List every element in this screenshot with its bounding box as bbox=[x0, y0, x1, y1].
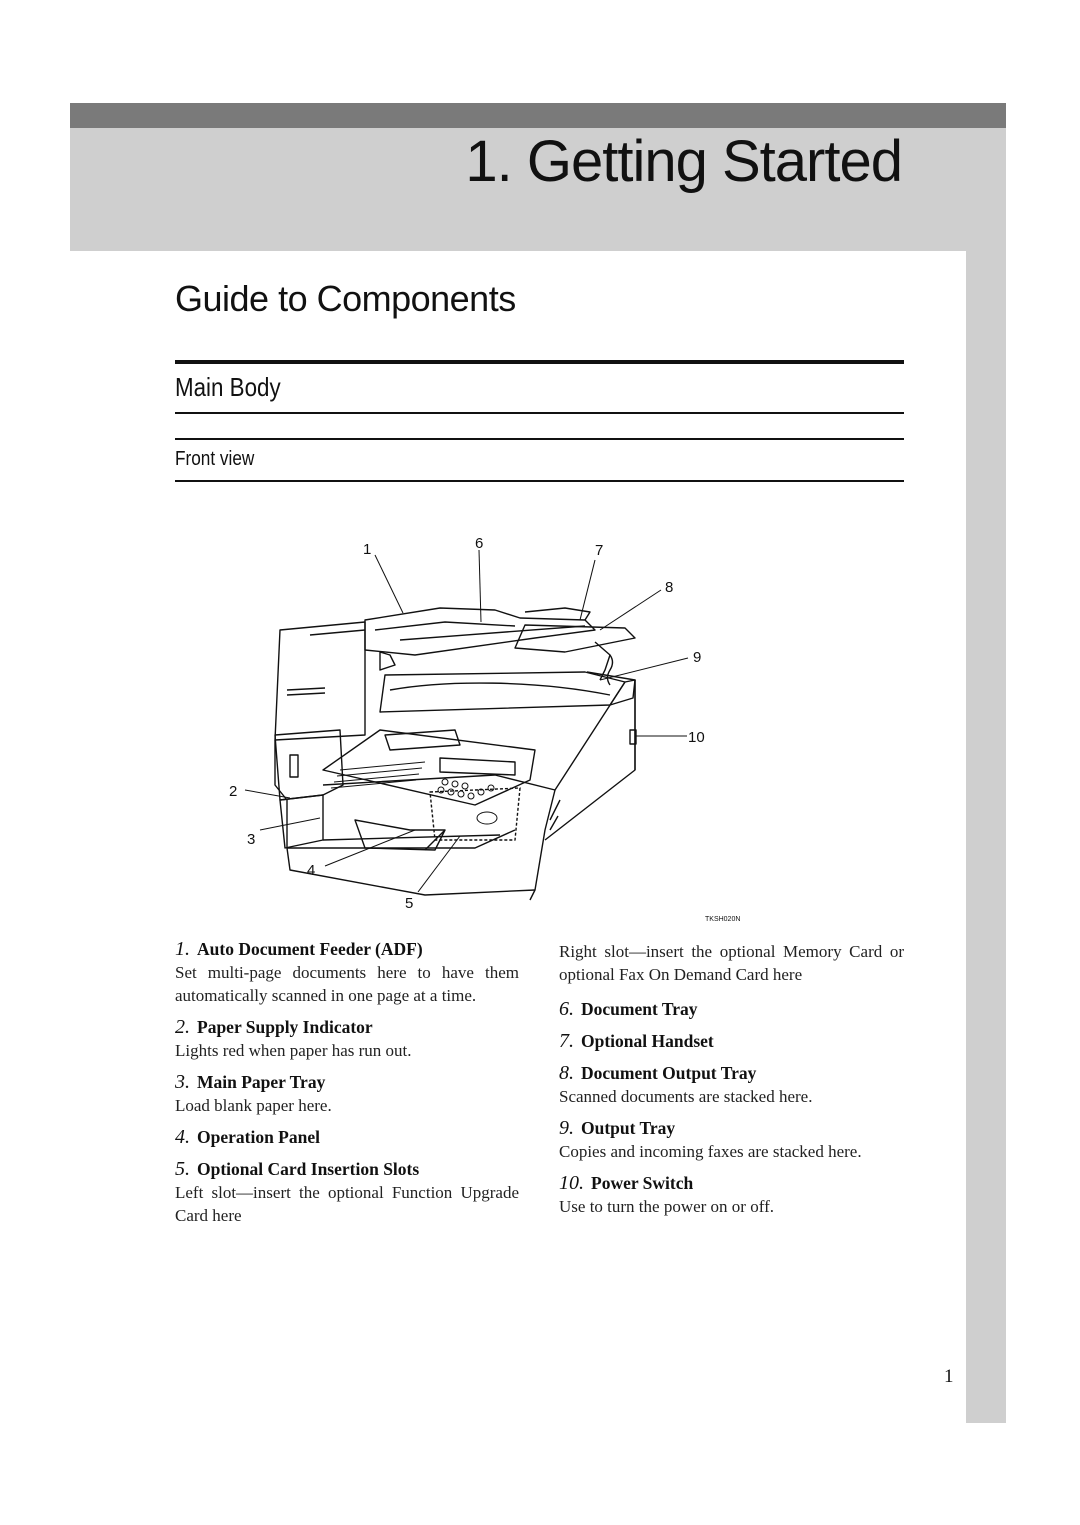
component-title: Main Paper Tray bbox=[197, 1072, 326, 1092]
callout-label: 7 bbox=[595, 542, 603, 559]
chapter-header-band bbox=[70, 128, 1006, 251]
component-number: 7. bbox=[559, 1030, 574, 1052]
rule-thin bbox=[175, 438, 904, 440]
component-description: Copies and incoming faxes are stacked he… bbox=[559, 1142, 862, 1161]
subsubsection-title: Front view bbox=[175, 448, 255, 470]
component-description: Scanned documents are stacked here. bbox=[559, 1087, 813, 1106]
component-number: 5. bbox=[175, 1158, 190, 1180]
component-number: 6. bbox=[559, 998, 574, 1020]
callout-leaders bbox=[244, 549, 689, 893]
component-number: 3. bbox=[175, 1071, 190, 1093]
callout-label: 8 bbox=[665, 579, 673, 596]
callout-label: 10 bbox=[688, 729, 705, 746]
component-item: 4. Operation Panel bbox=[175, 1126, 519, 1149]
component-description: Left slot—insert the optional Function U… bbox=[175, 1183, 519, 1225]
component-number: 8. bbox=[559, 1062, 574, 1084]
fax-machine-front-view-figure: 1 6 7 8 9 10 2 3 4 5 TKSH020N bbox=[229, 535, 740, 923]
component-item: 6. Document Tray bbox=[559, 998, 904, 1021]
component-description: Load blank paper here. bbox=[175, 1096, 332, 1115]
component-item: 5. Optional Card Insertion Slots Left slo… bbox=[175, 1158, 519, 1227]
component-title: Operation Panel bbox=[197, 1127, 320, 1147]
component-description: Lights red when paper has run out. bbox=[175, 1041, 412, 1060]
component-item: 3. Main Paper Tray Load blank paper here. bbox=[175, 1071, 519, 1117]
component-description-continued: Right slot—insert the optional Memory Ca… bbox=[559, 942, 904, 984]
component-item: 10. Power Switch Use to turn the power on… bbox=[559, 1172, 904, 1218]
section-title: Guide to Components bbox=[175, 278, 516, 319]
callout-label: 2 bbox=[229, 783, 237, 800]
callout-label: 6 bbox=[475, 535, 483, 552]
component-description: Use to turn the power on or off. bbox=[559, 1197, 774, 1216]
page-number: 1 bbox=[944, 1366, 954, 1387]
component-item: 1. Auto Document Feeder (ADF) Set multi-p… bbox=[175, 938, 519, 1007]
components-list-left: 1. Auto Document Feeder (ADF) Set multi-p… bbox=[175, 938, 519, 1227]
rule-thin bbox=[175, 480, 904, 482]
fax-machine-illustration bbox=[274, 607, 637, 901]
component-title: Document Tray bbox=[581, 999, 698, 1019]
chapter-title: 1. Getting Started bbox=[465, 129, 903, 194]
callout-label: 9 bbox=[693, 649, 701, 666]
component-title: Optional Handset bbox=[581, 1031, 714, 1051]
keypad-buttons bbox=[330, 761, 498, 825]
components-list-right: Right slot—insert the optional Memory Ca… bbox=[559, 940, 904, 1218]
component-title: Auto Document Feeder (ADF) bbox=[197, 939, 423, 959]
component-item: 8. Document Output Tray Scanned documents… bbox=[559, 1062, 904, 1108]
component-number: 2. bbox=[175, 1016, 190, 1038]
component-title: Paper Supply Indicator bbox=[197, 1017, 373, 1037]
component-title: Document Output Tray bbox=[581, 1063, 757, 1083]
rule-thin bbox=[175, 412, 904, 414]
subsection-title: Main Body bbox=[175, 372, 281, 402]
component-description: Set multi-page documents here to have th… bbox=[175, 963, 519, 1005]
figure-id: TKSH020N bbox=[705, 916, 740, 923]
component-item: 7. Optional Handset bbox=[559, 1030, 904, 1053]
component-number: 9. bbox=[559, 1117, 574, 1139]
component-number: 4. bbox=[175, 1126, 190, 1148]
component-item: 9. Output Tray Copies and incoming faxes … bbox=[559, 1117, 904, 1163]
component-title: Optional Card Insertion Slots bbox=[197, 1159, 420, 1179]
component-title: Power Switch bbox=[591, 1173, 694, 1193]
component-number: 1. bbox=[175, 938, 190, 960]
callout-label: 1 bbox=[363, 541, 371, 558]
callout-label: 5 bbox=[405, 895, 413, 912]
callout-label: 3 bbox=[247, 831, 255, 848]
chapter-header-dark-band bbox=[70, 103, 1006, 128]
component-item: 2. Paper Supply Indicator Lights red when… bbox=[175, 1016, 519, 1062]
rule-thick bbox=[175, 360, 904, 364]
component-number: 10. bbox=[559, 1172, 584, 1194]
component-title: Output Tray bbox=[581, 1118, 676, 1138]
callout-label: 4 bbox=[307, 862, 315, 879]
page-side-band bbox=[966, 251, 1006, 1423]
